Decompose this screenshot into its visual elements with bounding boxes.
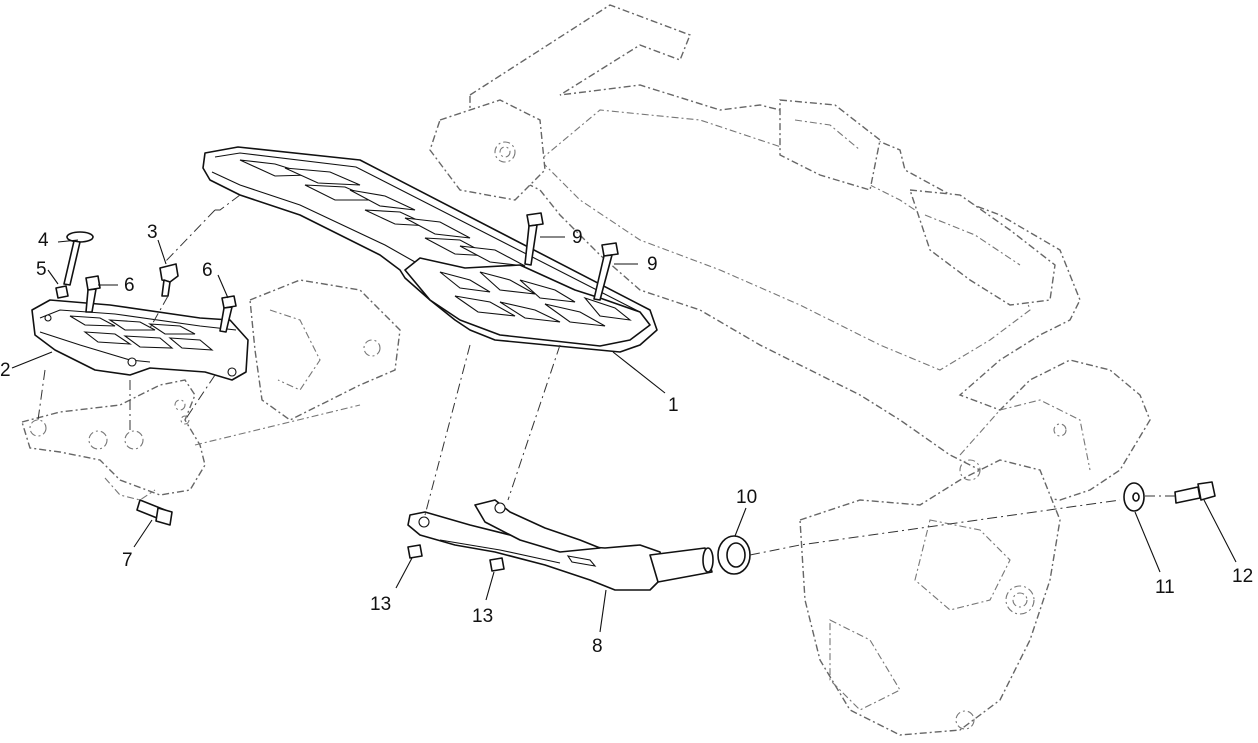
callout-9-right: 9 <box>647 254 658 275</box>
callout-5: 5 <box>36 259 47 280</box>
leader-lines <box>11 236 1237 633</box>
callout-labels: 1 2 3 4 5 6 6 7 8 9 9 10 11 12 13 13 <box>0 222 1253 657</box>
callout-4: 4 <box>38 230 49 251</box>
part-10-seal <box>717 535 751 575</box>
part-2-left-footrest <box>31 299 249 381</box>
callout-2: 2 <box>0 360 11 381</box>
callout-1: 1 <box>668 395 679 416</box>
callout-13-right: 13 <box>472 606 493 627</box>
part-6-bolt-left <box>85 275 101 313</box>
callout-13-left: 13 <box>370 594 391 615</box>
left-footrest-mount-phantom <box>21 379 361 501</box>
part-3-grommet <box>159 263 179 297</box>
part-9-bolt-b <box>593 242 619 301</box>
part-1-right-footrest <box>202 146 658 353</box>
vehicle-frame-phantom <box>249 4 1151 736</box>
alignment-lines <box>37 194 1175 556</box>
callout-11: 11 <box>1155 577 1175 598</box>
part-13-nut-a <box>407 544 423 559</box>
callout-12: 12 <box>1232 566 1253 587</box>
part-5-nut <box>55 285 69 299</box>
callout-6-left: 6 <box>124 275 135 296</box>
part-7-bolt <box>136 499 173 526</box>
part-9-bolt-a <box>524 212 544 266</box>
part-8-footrest-bracket <box>407 499 714 591</box>
callout-9-left: 9 <box>572 227 583 248</box>
part-11-washer <box>1123 482 1145 512</box>
part-4-pin <box>63 231 94 286</box>
callout-3: 3 <box>147 222 158 243</box>
part-12-bolt <box>1174 481 1216 504</box>
part-13-nut-b <box>489 557 505 572</box>
callout-10: 10 <box>736 487 757 508</box>
callout-7: 7 <box>122 550 133 571</box>
callout-6-right: 6 <box>202 260 213 281</box>
callout-8: 8 <box>592 636 603 657</box>
part-6-bolt-right <box>219 295 237 333</box>
